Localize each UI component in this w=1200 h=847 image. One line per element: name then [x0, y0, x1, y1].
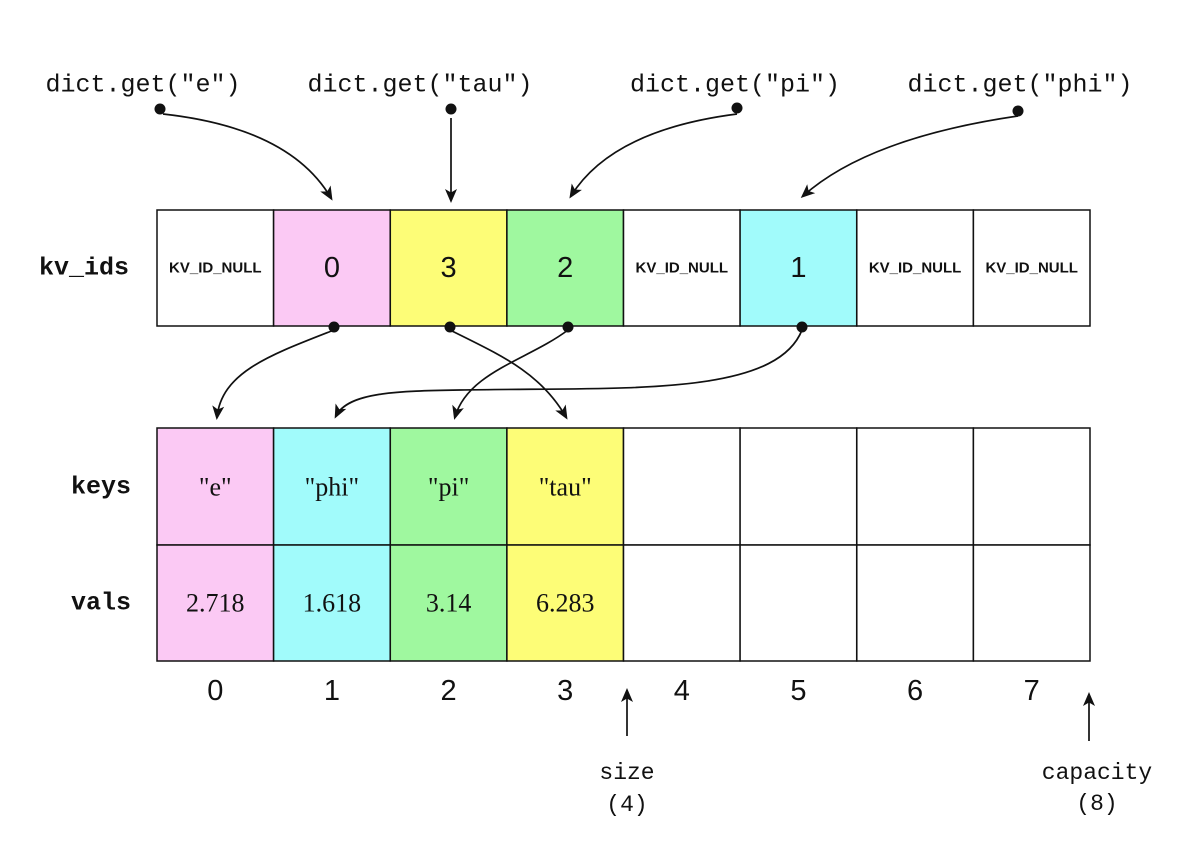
index-label-5: 5	[790, 675, 806, 707]
call-label-tau: dict.get("tau")	[307, 71, 532, 100]
kv-ids-cell-6-text: KV_ID_NULL	[869, 260, 962, 277]
vals-cell-7	[972, 544, 1091, 662]
vals-cell-0-text: 2.718	[186, 589, 245, 618]
vals-cell-1	[272, 544, 391, 662]
call-arrow-phi-to-slot5	[800, 115, 1019, 198]
capacity-label: capacity	[1042, 760, 1153, 786]
slot-arrow-0-to-key0	[212, 329, 335, 420]
vals-cell-4	[622, 544, 741, 662]
index-label-4: 4	[674, 675, 690, 707]
call-arrow-pi-to-slot3	[569, 113, 738, 199]
capacity-value: (8)	[1076, 791, 1117, 817]
keys-row-label: keys	[71, 473, 131, 502]
kv-ids-cell-7-text: KV_ID_NULL	[985, 260, 1078, 277]
keys-cell-2	[389, 427, 508, 546]
keys-cell-4	[622, 427, 741, 546]
kv-ids-row: KV_ID_NULL 0 3 2 KV_ID_NULL 1 KV_ID_NULL…	[156, 209, 1091, 327]
kv-ids-cell-7	[972, 209, 1091, 327]
keys-cell-3	[506, 427, 625, 546]
call-arrow-e-to-slot1	[162, 113, 333, 201]
index-label-3: 3	[557, 675, 573, 707]
vals-row: 2.718 1.618 3.14 6.283	[156, 544, 1091, 662]
kv-ids-row-label: kv_ids	[39, 254, 129, 283]
slot-dot-5	[796, 321, 808, 333]
size-label: size	[599, 760, 654, 786]
vals-cell-2-text: 3.14	[426, 589, 472, 618]
vals-cell-6	[856, 544, 975, 662]
kv-ids-cell-1-text: 0	[324, 252, 340, 284]
kv-ids-cell-0-text: KV_ID_NULL	[169, 260, 262, 277]
index-label-7: 7	[1024, 675, 1040, 707]
keys-cell-3-text: "tau"	[539, 473, 592, 502]
kv-ids-cell-2-text: 3	[441, 252, 457, 284]
index-label-6: 6	[907, 675, 923, 707]
keys-cell-1-text: "phi"	[305, 473, 359, 502]
kv-ids-cell-3-text: 2	[557, 252, 573, 284]
slot-arrow-2-to-key2	[452, 329, 569, 420]
slot-arrow-3-to-key3	[449, 329, 568, 420]
index-label-2: 2	[441, 675, 457, 707]
keys-cell-2-text: "pi"	[428, 473, 469, 502]
slot-dot-2	[444, 321, 456, 333]
call-dot-phi	[1012, 105, 1024, 117]
vals-row-label: vals	[71, 589, 131, 618]
kv-ids-cell-5-text: 1	[790, 252, 806, 284]
vals-cell-5	[739, 544, 858, 662]
vals-cell-3-text: 6.283	[536, 589, 595, 618]
call-label-e: dict.get("e")	[45, 71, 240, 100]
kv-ids-cell-0	[156, 209, 275, 327]
call-dot-tau	[445, 103, 457, 115]
vals-cell-3	[506, 544, 625, 662]
call-dot-e	[154, 103, 166, 115]
call-dot-pi	[731, 102, 743, 114]
index-labels: 0 1 2 3 4 5 6 7	[207, 675, 1040, 707]
kv-ids-cell-5	[739, 209, 858, 327]
keys-cell-1	[272, 427, 391, 546]
call-label-pi: dict.get("pi")	[630, 71, 840, 100]
index-label-1: 1	[324, 675, 340, 707]
size-value: (4)	[606, 792, 647, 818]
keys-row: "e" "phi" "pi" "tau"	[156, 427, 1091, 546]
slot-dot-1	[328, 321, 340, 333]
keys-cell-0-text: "e"	[199, 473, 232, 502]
vals-cell-2	[389, 544, 508, 662]
index-label-0: 0	[207, 675, 223, 707]
keys-cell-7	[972, 427, 1091, 546]
call-label-phi: dict.get("phi")	[907, 71, 1132, 100]
slot-dot-3	[562, 321, 574, 333]
vals-cell-1-text: 1.618	[303, 589, 362, 618]
keys-cell-6	[856, 427, 975, 546]
kv-ids-cell-1	[272, 209, 391, 327]
slot-arrow-1-to-key1	[334, 329, 803, 419]
kv-ids-cell-4-text: KV_ID_NULL	[636, 260, 729, 277]
keys-cell-5	[739, 427, 858, 546]
